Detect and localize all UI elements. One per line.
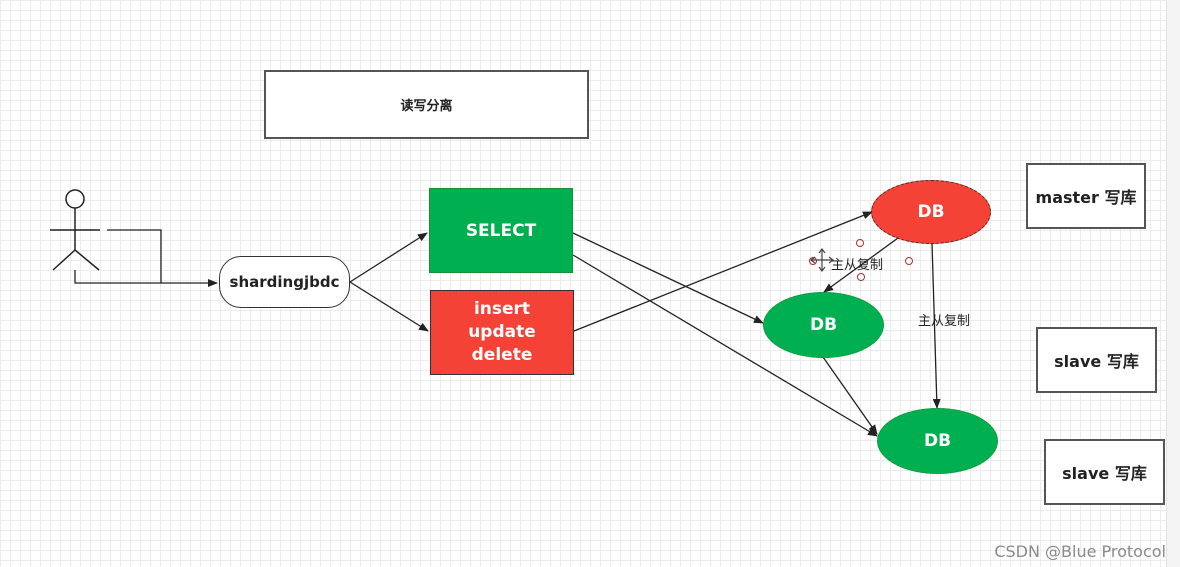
write-op-delete: delete [471,345,533,365]
select-to-slave2-arrow [572,254,878,437]
replication-label-2: 主从复制 [918,314,971,329]
select-to-slave1-arrow [572,232,764,324]
slave2-role-label: slave 写库 [1044,439,1165,505]
master-role-label: master 写库 [1026,163,1146,229]
move-cursor-icon [810,248,834,272]
write-ops-node: insert update delete [430,290,574,375]
router-node: shardingjbdc [219,256,350,308]
actor-to-router-line-2 [74,270,161,284]
router-to-select-arrow [349,232,428,283]
master-db-node: DB [871,180,991,244]
slave1-role-label: slave 写库 [1036,327,1157,393]
router-to-iud-arrow [349,281,429,332]
select-node: SELECT [429,188,573,273]
iud-to-master-arrow [573,211,873,332]
vertical-scrollbar[interactable] [1166,0,1180,567]
watermark: CSDN @Blue Protocol [994,542,1166,561]
write-op-insert: insert [473,299,531,319]
actor-to-router-line [107,229,218,287]
write-op-update: update [468,322,536,342]
master-to-slave2-arrow [931,242,941,409]
slave1-to-slave2-arrow [822,356,878,435]
master-to-slave1-arrow [823,237,899,293]
selection-handles [809,239,913,281]
slave2-db-node: DB [877,408,998,474]
actor-icon [50,189,100,271]
slave1-db-node: DB [763,292,884,358]
title-box: 读写分离 [264,70,589,139]
replication-label-1: 主从复制 [831,258,884,273]
